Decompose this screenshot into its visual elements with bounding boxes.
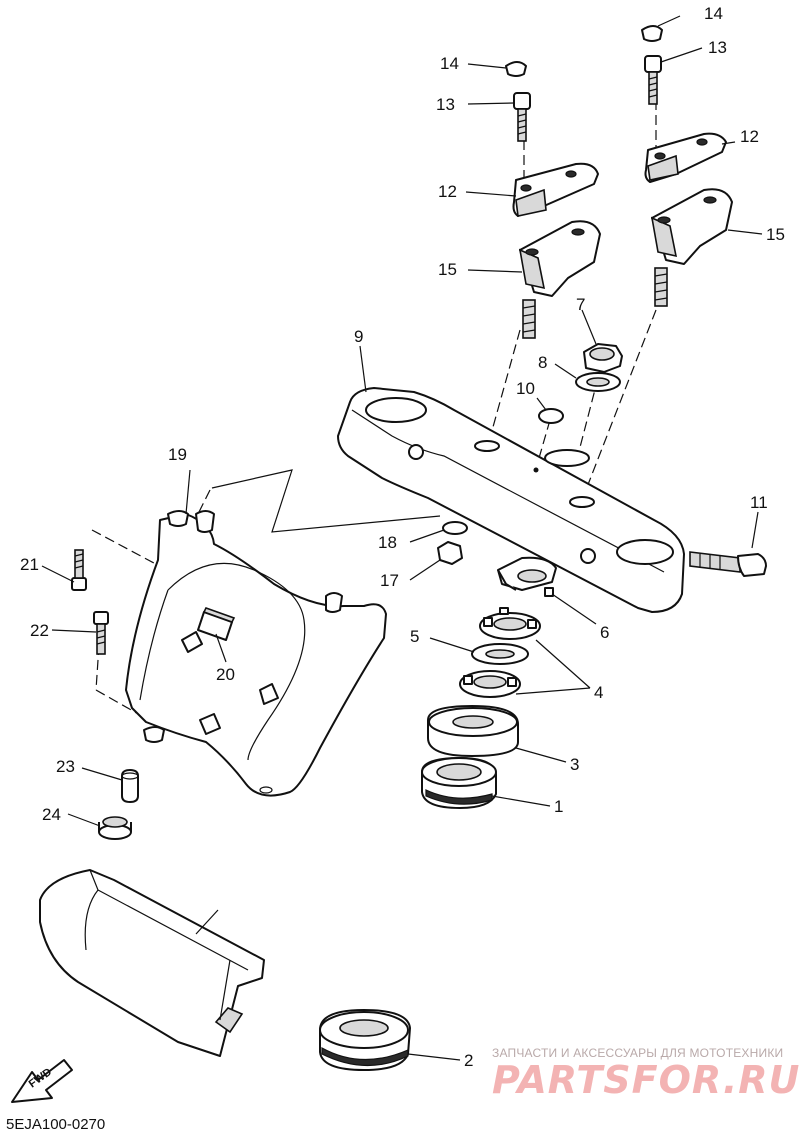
callout-13: 13 xyxy=(708,38,727,57)
collar-22 xyxy=(121,769,139,803)
bearing-1 xyxy=(421,757,497,809)
callout-10: 10 xyxy=(516,379,535,398)
callout-15: 15 xyxy=(438,260,457,279)
bolt-20 xyxy=(71,549,87,591)
washer-10 xyxy=(538,408,564,424)
diagram-code: 5EJA100-0270 xyxy=(6,1116,106,1133)
steering-nut xyxy=(583,343,623,373)
callout-17: 18 xyxy=(378,533,397,552)
cap-left xyxy=(505,61,527,77)
callout-15: 15 xyxy=(766,225,785,244)
lower-holder-left xyxy=(518,220,601,339)
callout-8: 8 xyxy=(538,353,547,372)
headlight-stay xyxy=(125,510,387,797)
watermark-logo: PARTSFOR.RU xyxy=(492,1058,800,1102)
callout-20: 21 xyxy=(20,555,39,574)
lower-holder-right xyxy=(650,188,733,307)
callout-3: 3 xyxy=(570,755,579,774)
callout-9: 9 xyxy=(354,327,363,346)
washer-5 xyxy=(471,643,529,665)
grommet-23 xyxy=(98,816,132,840)
upper-bracket xyxy=(337,387,685,613)
nut-16 xyxy=(437,541,463,565)
bearing-3 xyxy=(427,705,519,757)
lock-washer xyxy=(497,556,557,597)
callout-11: 11 xyxy=(750,493,768,512)
callout-1: 1 xyxy=(554,797,563,816)
ring-nut-lower xyxy=(459,670,521,698)
callout-12: 12 xyxy=(438,182,457,201)
bolt-right xyxy=(644,55,662,105)
ring-nut-upper xyxy=(479,607,541,640)
callout-13: 13 xyxy=(436,95,455,114)
callout-12: 12 xyxy=(740,127,759,146)
upper-holder-right xyxy=(644,132,727,183)
callout-23: 24 xyxy=(42,805,61,824)
callout-numbers: 14 14 13 13 12 12 15 15 7 8 10 9 11 19 1… xyxy=(20,4,785,1070)
bolt-left xyxy=(513,92,531,142)
callout-7: 7 xyxy=(576,295,585,314)
washer-8 xyxy=(575,372,621,392)
pinch-bolt xyxy=(689,551,767,577)
callout-19: 20 xyxy=(216,665,235,684)
callout-4: 4 xyxy=(594,683,603,702)
callout-18: 19 xyxy=(168,445,187,464)
callout-6: 6 xyxy=(600,623,609,642)
bearing-2 xyxy=(319,1009,411,1071)
cover-24 xyxy=(39,869,265,1057)
leader-lines xyxy=(41,15,763,1061)
callout-16: 17 xyxy=(380,571,399,590)
callout-14: 14 xyxy=(440,54,459,73)
fwd-arrow-icon: FWD xyxy=(11,1059,73,1103)
rubber-19 xyxy=(197,607,236,641)
callout-22: 23 xyxy=(56,757,75,776)
upper-holder-left xyxy=(512,162,599,217)
bolt-21 xyxy=(93,611,109,655)
callout-21: 22 xyxy=(30,621,49,640)
callout-2: 2 xyxy=(464,1051,473,1070)
callout-14: 14 xyxy=(704,4,723,23)
watermark-tagline: ЗАПЧАСТИ И АКСЕССУАРЫ ДЛЯ МОТОТЕХНИКИ xyxy=(492,1046,784,1060)
callout-5: 5 xyxy=(410,627,419,646)
cap-right xyxy=(641,25,663,42)
washer-17 xyxy=(442,521,468,535)
